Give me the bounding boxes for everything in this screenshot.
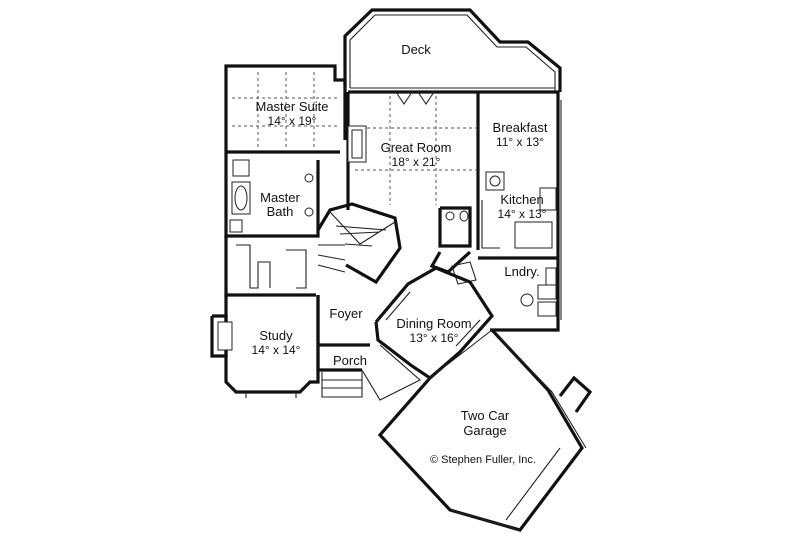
garage-label-line2: Garage [463, 423, 506, 438]
kitchen-wing-walls [476, 90, 562, 332]
master-bath-label-line2: Bath [267, 204, 294, 219]
master-bath-walls [224, 155, 320, 238]
study-dims: 14° x 14° [252, 343, 301, 357]
great-room-dims: 18° x 21° [392, 155, 441, 169]
dining-room-label: Dining Room [396, 316, 471, 331]
porch-label: Porch [333, 353, 367, 368]
deck-outline [343, 8, 562, 92]
closets-stair [224, 202, 402, 297]
powder-room [429, 206, 477, 285]
study-walls [210, 295, 320, 398]
master-suite-label: Master Suite [256, 99, 329, 114]
great-room-walls [346, 90, 480, 210]
garage-label-line1: Two Car [461, 408, 510, 423]
master-suite-dims: 14° x 19° [268, 114, 317, 128]
dining-room-dims: 13° x 16° [410, 331, 459, 345]
breakfast-dims: 11° x 13° [496, 135, 544, 149]
garage-walls [377, 328, 593, 532]
great-room-label: Great Room [381, 140, 452, 155]
kitchen-dims: 14° x 13° [498, 207, 547, 221]
breakfast-label: Breakfast [493, 120, 548, 135]
foyer-label: Foyer [329, 306, 363, 321]
master-suite-walls [224, 64, 347, 155]
laundry-label: Lndry. [504, 264, 539, 279]
deck-label: Deck [401, 42, 431, 57]
foyer-porch [316, 295, 421, 401]
master-bath-label-line1: Master [260, 190, 300, 205]
study-label: Study [259, 328, 293, 343]
kitchen-label: Kitchen [500, 192, 543, 207]
copyright-text: © Stephen Fuller, Inc. [430, 454, 536, 466]
dining-room-walls [374, 266, 495, 381]
